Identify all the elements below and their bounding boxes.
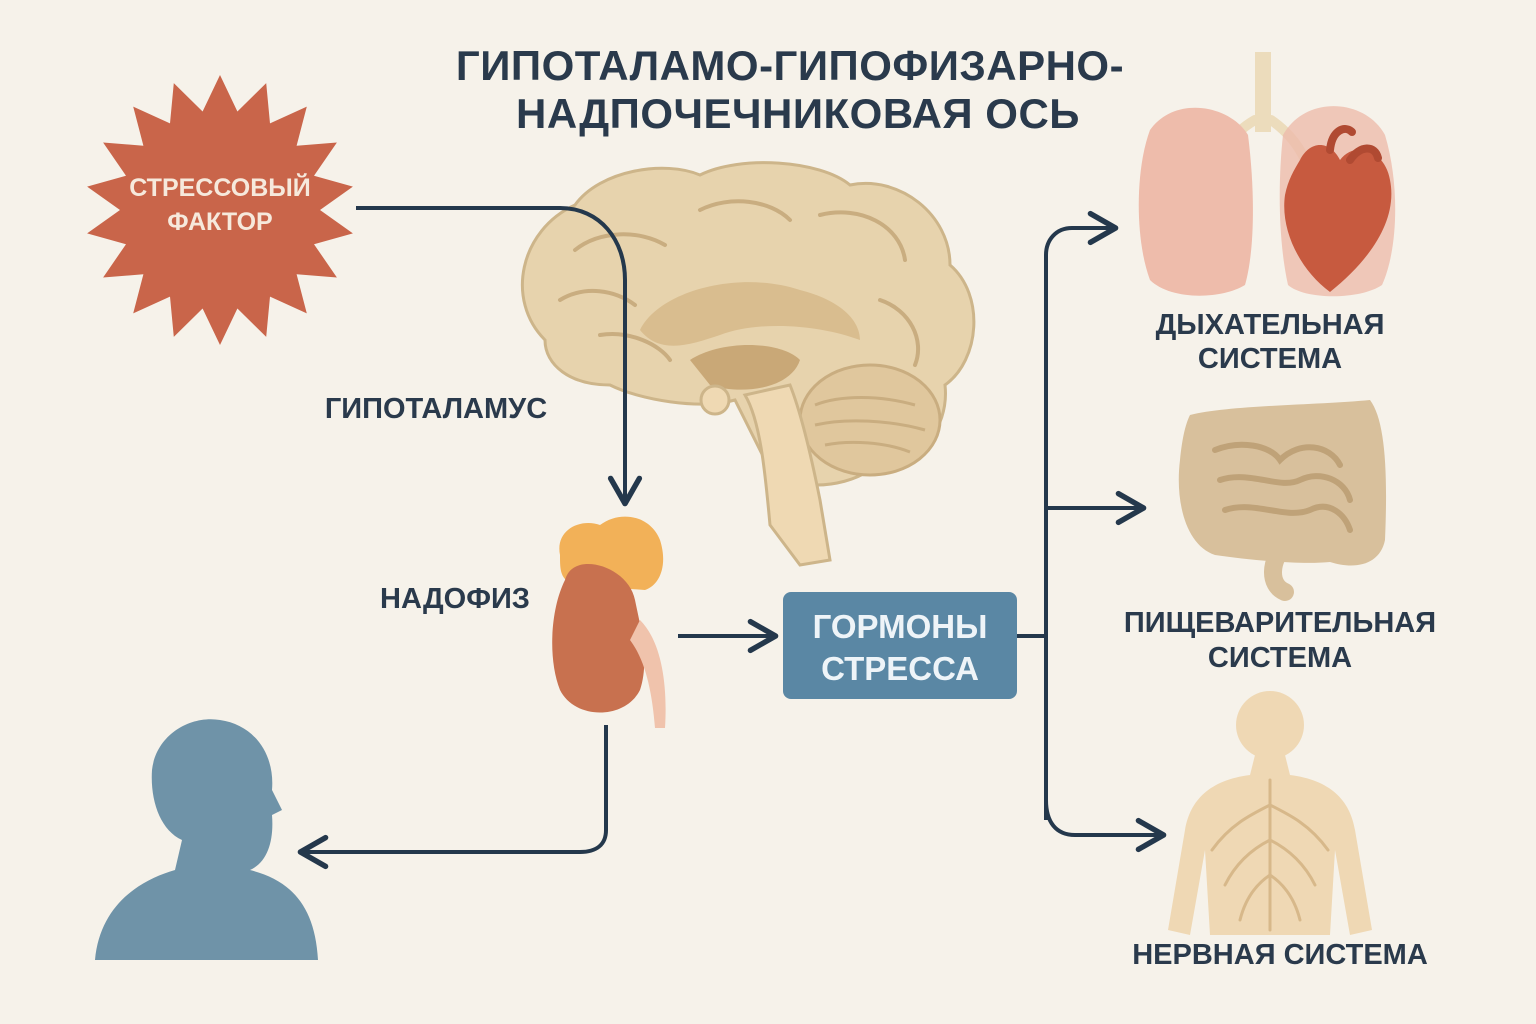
diagram-title-line1: ГИПОТАЛАМО-ГИПОФИЗАРНО- <box>456 42 1124 89</box>
stressor-label-line1: СТРЕССОВЫЙ <box>129 172 310 202</box>
arrow-to-respiratory <box>1044 210 1119 820</box>
arrow-to-nervous <box>1044 799 1167 853</box>
brain-icon <box>521 161 976 567</box>
heart-icon <box>1284 125 1392 292</box>
nervous-system-body-icon <box>1168 691 1372 935</box>
stressor-label-line2: ФАКТОР <box>167 208 272 236</box>
digestive-label-line1: ПИЩЕВАРИТЕЛЬНАЯ <box>1124 607 1436 639</box>
hypothalamus-label: ГИПОТАЛАМУС <box>325 393 547 425</box>
person-silhouette-icon <box>95 719 318 960</box>
respiratory-label-line1: ДЫХАТЕЛЬНАЯ <box>1156 309 1385 341</box>
respiratory-label-line2: СИСТЕМА <box>1198 343 1342 375</box>
stress-hormones-box: ГОРМОНЫ СТРЕССА <box>783 592 1017 699</box>
arrow-stressor-to-adrenal <box>356 206 643 507</box>
digestive-label-line2: СИСТЕМА <box>1208 642 1352 674</box>
diagram-title-line2: НАДПОЧЕЧНИКОВАЯ ОСЬ <box>516 90 1080 137</box>
branch-arrows <box>1017 210 1167 853</box>
intestines-icon <box>1178 400 1387 601</box>
nervous-label: НЕРВНАЯ СИСТЕМА <box>1132 939 1428 971</box>
stressor-star-icon <box>87 75 353 345</box>
arrow-adrenal-to-person <box>297 725 608 870</box>
hormones-label-line1: ГОРМОНЫ <box>813 608 988 645</box>
adrenal-label: НАДОФИЗ <box>380 583 530 615</box>
hormones-label-line2: СТРЕССА <box>821 650 979 687</box>
adrenal-gland-icon <box>552 516 666 728</box>
